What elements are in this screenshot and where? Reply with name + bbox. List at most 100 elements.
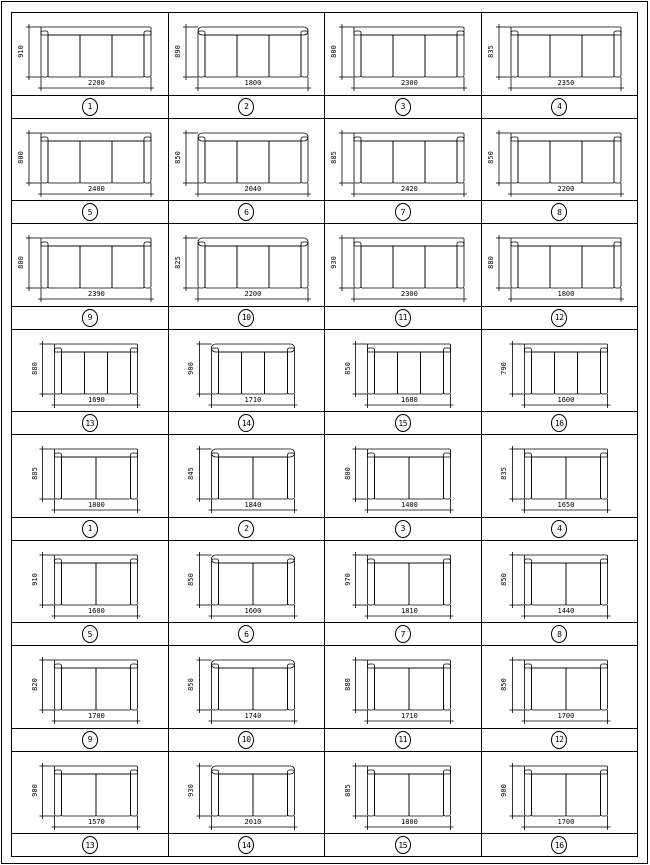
sofa-label-row: 16 [482,834,638,856]
sofa-label-row: 10 [169,307,325,329]
sofa-number-circle: 15 [394,836,411,854]
sofa-label-row: 12 [482,729,638,751]
depth-dimension: 890 [173,45,182,58]
sofa-plan-drawing: 850 1740 [168,646,324,729]
sofa-cell: 890 1800 2 [168,13,325,119]
width-dimension: 1440 [557,606,575,615]
sofa-number-circle: 6 [238,625,255,643]
depth-dimension: 850 [173,150,182,164]
width-dimension: 1840 [244,501,262,509]
sofa-number-circle: 9 [81,308,98,327]
depth-dimension: 885 [30,467,39,480]
sofa-plan-icon [39,551,141,619]
width-dimension: 1800 [244,79,262,87]
sofa-plan-icon [196,551,297,619]
depth-dimension: 790 [499,361,508,375]
width-dimension: 1570 [88,817,105,826]
width-dimension: 2350 [557,79,575,87]
depth-dimension: 835 [499,467,508,480]
width-dimension: 1700 [88,712,105,720]
sofa-plan-icon [509,446,610,513]
sofa-number-circle: 10 [238,730,255,749]
sofa-label-row: 15 [325,412,481,434]
sofa-label-row: 1 [12,96,168,118]
sofa-label-row: 9 [12,307,168,329]
sofa-label-row: 13 [12,412,168,434]
depth-dimension: 800 [16,256,25,269]
sofa-cell: 845 1840 2 [168,435,325,541]
sofa-plan-icon [196,340,297,408]
sofa-cell: 850 2040 6 [168,118,325,224]
sofa-plan-icon [509,340,610,408]
sofa-plan-icon [352,551,454,619]
width-dimension: 2300 [401,290,418,298]
sofa-label-row: 6 [169,623,325,645]
width-dimension: 1710 [401,712,418,720]
sofa-plan-drawing: 850 2040 [168,119,324,201]
width-dimension: 1800 [88,501,105,509]
sofa-label-row: 7 [325,623,481,645]
sofa-number-circle: 8 [551,625,568,643]
width-dimension: 1740 [244,712,262,720]
sofa-plan-icon [196,762,297,830]
width-dimension: 1700 [557,712,575,720]
sofa-label-row: 1 [12,518,168,540]
sofa-plan-icon [509,657,610,724]
sofa-number-circle: 5 [81,203,98,221]
width-dimension: 1810 [401,606,418,615]
sofa-label-row: 2 [169,96,325,118]
sofa-label-row: 15 [325,834,481,856]
sofa-plan-icon [352,340,454,408]
sofa-cell: 800 2390 9 [12,224,169,330]
width-dimension: 2420 [401,184,418,193]
width-dimension: 2390 [88,290,105,298]
depth-dimension: 845 [186,467,195,480]
sofa-plan-icon [182,24,311,91]
depth-dimension: 930 [186,783,195,797]
width-dimension: 2200 [557,184,575,193]
width-dimension: 2200 [88,79,105,87]
width-dimension: 2040 [244,184,262,193]
sofa-number-circle: 8 [551,203,568,221]
sofa-number-circle: 13 [81,836,98,854]
sofa-plan-drawing: 800 2390 [12,224,168,307]
sofa-label-row: 2 [169,518,325,540]
sofa-plan-icon [352,657,454,724]
sofa-number-circle: 16 [551,414,568,432]
sofa-plan-icon [196,446,297,513]
sofa-plan-drawing: 890 1800 [168,13,324,96]
depth-dimension: 850 [186,678,195,691]
width-dimension: 1650 [557,501,575,509]
sofa-number-circle: 2 [238,97,255,116]
sofa-label-row: 13 [12,834,168,856]
depth-dimension: 930 [329,256,338,269]
sofa-label-row: 6 [169,201,325,223]
sofa-number-circle: 12 [551,308,568,327]
width-dimension: 1400 [401,501,418,509]
sofa-number-circle: 9 [81,730,98,749]
sofa-label-row: 12 [482,307,638,329]
sofa-number-circle: 4 [551,97,568,116]
sofa-number-circle: 15 [394,414,411,432]
sofa-label-row: 5 [12,201,168,223]
depth-dimension: 900 [499,783,508,797]
sofa-plan-icon [352,446,454,513]
sofa-plan-drawing: 885 1800 [12,435,168,518]
sofa-number-circle: 1 [81,519,98,538]
